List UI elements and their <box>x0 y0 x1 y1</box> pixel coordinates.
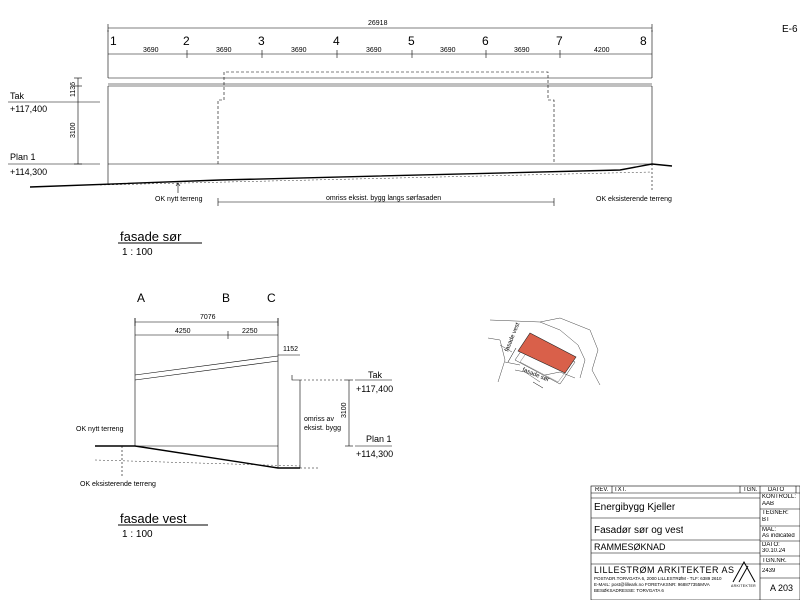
tb-mal-value: As indicated <box>762 533 795 539</box>
key-plan-label-south: fasade sør <box>521 367 550 383</box>
south-axis-3: 3 <box>258 34 265 48</box>
south-title: fasade sør <box>120 229 182 244</box>
south-span-2: 3690 <box>216 47 232 54</box>
tb-tgnnr-label: TGN.NR. <box>762 558 787 564</box>
west-axis-b: B <box>222 291 230 305</box>
south-dimension-labels: 26918 3690 3690 3690 3690 3690 3690 4200… <box>70 20 610 138</box>
south-dim-height-main: 3100 <box>70 122 77 138</box>
south-outline-note: omriss eksist. bygg langs sørfasaden <box>326 195 441 202</box>
tb-project-number: 2439 <box>762 568 776 574</box>
south-dim-height-top: 1136 <box>70 82 77 97</box>
west-overall-dim: 7076 <box>200 314 216 321</box>
title-block-frame <box>590 485 800 600</box>
tb-addr-1: POSTADR.TORVGATA 6, 2000 LILLESTRØM - TL… <box>594 576 722 581</box>
south-overall-dim: 26918 <box>368 20 388 27</box>
tb-tegner-header: TEGNER: <box>762 510 789 516</box>
south-span-4: 3690 <box>366 47 382 54</box>
west-tak-level: +117,400 <box>356 384 393 394</box>
south-facade <box>8 24 673 244</box>
tb-tegner-value: BT <box>762 517 770 523</box>
south-span-3: 3690 <box>291 47 307 54</box>
south-axis-8: 8 <box>640 34 647 48</box>
west-outline-note-1: omriss av <box>304 416 334 423</box>
south-span-7: 4200 <box>594 47 610 54</box>
west-dim-offset: 1152 <box>283 346 298 353</box>
west-scale: 1 : 100 <box>122 529 153 540</box>
tb-kontroll-value: AAB <box>762 501 775 507</box>
tb-dato-header: DATO <box>768 487 785 493</box>
west-plan-level: +114,300 <box>356 449 393 459</box>
south-axis-1: 1 <box>110 34 117 48</box>
west-tak-label: Tak <box>368 370 383 380</box>
south-axis-5: 5 <box>408 34 415 48</box>
tb-dato-label: DATO: <box>762 542 780 548</box>
south-tak-label: Tak <box>10 91 25 101</box>
tb-kontroll-header: KONTROLL: <box>762 494 797 500</box>
west-span-1: 4250 <box>175 328 191 335</box>
tb-dato-value: 30.10.24 <box>762 548 786 554</box>
west-axis-a: A <box>137 291 145 305</box>
tb-tgn-header: TGN. <box>743 487 758 493</box>
tb-addr-3: BESØKSADRESSE: TORVGATA 6 <box>594 588 664 593</box>
south-axis-4: 4 <box>333 34 340 48</box>
west-plan-label: Plan 1 <box>366 434 392 444</box>
tb-txt-header: TXT. <box>614 487 627 493</box>
west-axis-c: C <box>267 291 276 305</box>
south-span-5: 3690 <box>440 47 456 54</box>
south-plan-label: Plan 1 <box>10 152 36 162</box>
tb-firm: LILLESTRØM ARKITEKTER AS <box>594 565 735 575</box>
sheet-code: E-6 <box>782 24 798 35</box>
tb-project-name: Energibygg Kjeller <box>594 502 676 513</box>
key-plan-label-west: fasade vest <box>504 322 521 353</box>
west-facade <box>94 318 392 526</box>
tb-logo-text: ARKITEKTER <box>731 584 756 588</box>
tb-mal-header: MÅL: <box>762 527 777 533</box>
south-span-1: 3690 <box>143 47 159 54</box>
firm-logo <box>732 560 756 583</box>
west-span-2: 2250 <box>242 328 258 335</box>
south-axis-labels: 1 2 3 4 5 6 7 8 <box>110 34 647 48</box>
south-ok-new: OK nytt terreng <box>155 196 203 203</box>
key-plan-new-building <box>517 332 577 374</box>
west-dim-height: 3100 <box>341 402 348 418</box>
tb-addr-2: E-MAIL: post@lilleark.no FORETAKSNR: 968… <box>594 582 710 587</box>
tb-client: RAMMESØKNAD <box>594 542 666 552</box>
south-plan-level: +114,300 <box>10 167 47 177</box>
south-scale: 1 : 100 <box>122 247 153 258</box>
south-span-6: 3690 <box>514 47 530 54</box>
south-ok-existing: OK eksisterende terreng <box>596 196 672 203</box>
south-tak-level: +117,400 <box>10 104 47 114</box>
tb-rev-header: REV. <box>595 487 609 493</box>
west-title: fasade vest <box>120 511 187 526</box>
west-ok-new: OK nytt terreng <box>76 426 124 433</box>
tb-drawing-number: A 203 <box>770 583 794 593</box>
south-axis-6: 6 <box>482 34 489 48</box>
tb-drawing-title: Fasadør sør og vest <box>594 525 684 536</box>
west-ok-existing: OK eksisterende terreng <box>80 481 156 488</box>
west-outline-note-2: eksist. bygg <box>304 425 341 432</box>
south-axis-7: 7 <box>556 34 563 48</box>
south-axis-2: 2 <box>183 34 190 48</box>
